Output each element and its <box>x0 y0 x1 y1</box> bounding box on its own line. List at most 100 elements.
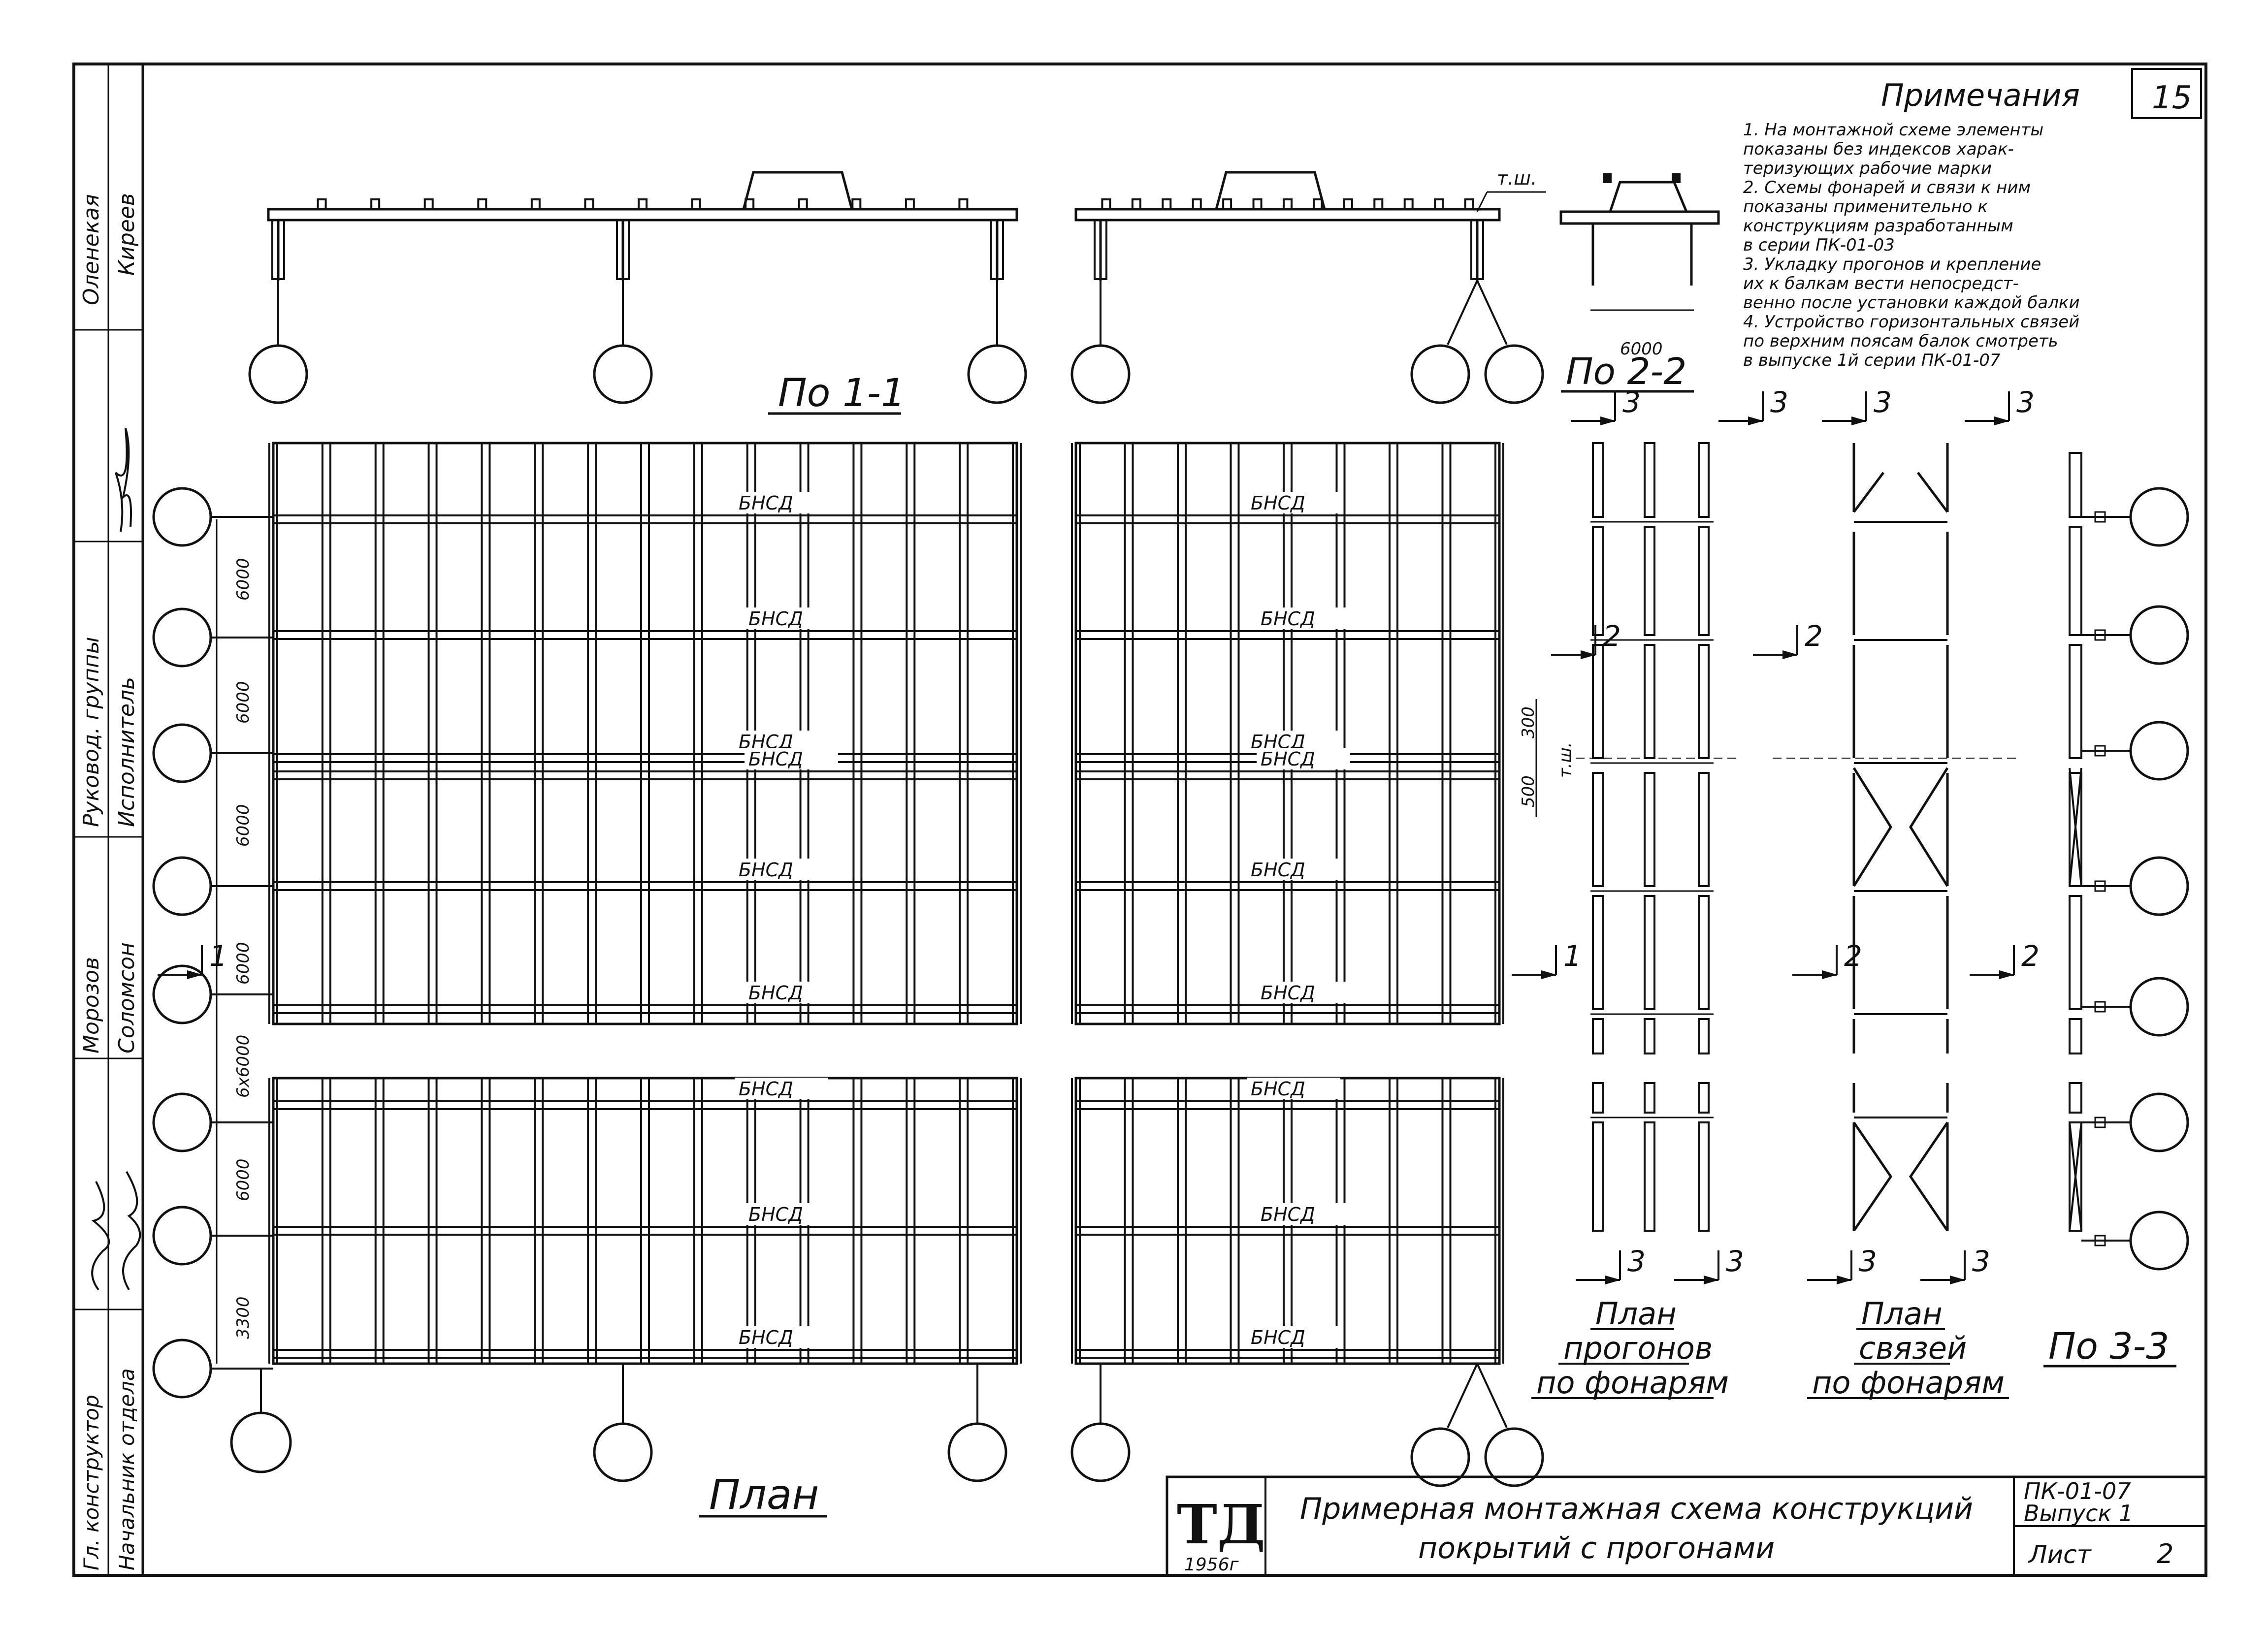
purlin-mark <box>1464 198 1474 210</box>
beam-label-bg <box>1247 859 1340 880</box>
section-3-3-column <box>2069 1082 2082 1114</box>
purlin-bar <box>1698 1082 1710 1114</box>
cut-mark-2-label: 2 <box>1805 619 1823 653</box>
section-1-1-right: т.ш. <box>1070 167 1546 404</box>
monitor-outline <box>742 171 853 210</box>
note-line: 2. Схемы фонарей и связи к ним <box>1743 178 2031 197</box>
beam-label: БНСД <box>1261 1204 1315 1225</box>
plan-dim: 6000 <box>233 804 253 847</box>
beam-label-bg <box>745 748 838 769</box>
purlin-bar <box>1592 895 1604 1010</box>
beam-label: БНСД <box>1251 492 1305 514</box>
purlin-bar <box>1592 644 1604 759</box>
title-block: ТД 1956г Примерная монтажная схема конст… <box>1166 1475 2207 1577</box>
section-3-3-plate <box>2094 1117 2106 1128</box>
purlin-mark <box>584 198 594 210</box>
beam-label-bg <box>735 492 828 513</box>
axis-leader <box>1476 280 1508 345</box>
plan-dim: 6000 <box>233 681 253 724</box>
section-3-3 <box>2069 452 2189 1271</box>
cut-mark-1-label: 1 <box>1563 939 1582 973</box>
cut-mark-3-label: 3 <box>1726 1245 1744 1278</box>
label-section-3-3: По 3-3 <box>2048 1325 2169 1368</box>
cut-mark-3-arrow <box>1836 1276 1852 1284</box>
stamp-name-kireev: Киреев <box>114 193 139 276</box>
column-head <box>1094 219 1107 280</box>
section-3-3-column <box>2069 1018 2082 1054</box>
cut-mark-2-label: 2 <box>1603 619 1621 653</box>
purlin-mark <box>691 198 701 210</box>
purlin-mark <box>905 198 915 210</box>
caption-ties-3: по фонарям <box>1812 1365 2005 1401</box>
section-2-2: 6000 По 2-2 <box>1559 173 1720 393</box>
axis-bubble-right <box>2129 721 2189 781</box>
section-3-3-plate <box>2094 629 2106 641</box>
beam-label: БНСД <box>739 1078 793 1100</box>
purlin-mark <box>1373 198 1384 210</box>
purlin-bar <box>1698 1018 1710 1054</box>
purlin-mark <box>1343 198 1353 210</box>
mid-dim-tw: т.ш. <box>1555 742 1575 778</box>
purlin-mark <box>1131 198 1141 210</box>
section-3-3-brace <box>2069 1122 2082 1231</box>
axis-leader <box>1447 1363 1478 1428</box>
section-3-3-column <box>2069 452 2082 518</box>
stamp-name-solomson: Соломсон <box>114 942 139 1053</box>
tie-brace <box>1852 767 1892 887</box>
section-top-chord <box>267 208 1018 222</box>
cut-mark-3-label: 3 <box>1972 1245 1990 1278</box>
purlin-bar <box>1644 644 1655 759</box>
beam-label-bg <box>1247 1078 1340 1099</box>
purlin-bar <box>1644 1018 1655 1054</box>
beam-label-bg <box>735 1326 828 1348</box>
section-3-3-plate <box>2094 511 2106 523</box>
section-3-3-plate <box>2094 745 2106 757</box>
purlin-bar <box>1644 442 1655 518</box>
title-year: 1956г <box>1184 1555 1239 1575</box>
axis-bubble <box>248 344 308 404</box>
axis-bubble <box>1484 344 1544 404</box>
beam-label-bg <box>1257 607 1350 629</box>
axis-bubble <box>1070 344 1131 404</box>
section-3-3-column <box>2069 644 2082 759</box>
axis-bubble <box>593 344 653 404</box>
cut-mark-2-arrow <box>1821 970 1838 979</box>
notes-title: Примечания <box>1881 77 2080 113</box>
beam-label: БНСД <box>739 859 793 881</box>
dim-6000-section-2-2: 6000 <box>1620 339 1663 359</box>
plan-ties <box>1773 443 2019 1232</box>
cut-mark-2-label: 2 <box>1844 939 1862 973</box>
axis-bubble-left <box>152 1339 212 1399</box>
title-sheet-label: Лист <box>2028 1540 2092 1569</box>
label-section-2-2: По 2-2 <box>1566 351 1686 393</box>
note-line: 1. На монтажной схеме элементы <box>1743 120 2043 140</box>
cut-mark-1-arrow <box>187 970 203 979</box>
purlin-mark <box>1403 198 1414 210</box>
axis-bubble-left <box>152 1092 212 1152</box>
caption-purlins-3: по фонарям <box>1536 1365 1729 1401</box>
cut-mark-3-arrow <box>1748 416 1764 425</box>
purlin-bar <box>1644 772 1655 887</box>
plan-outline <box>272 1077 1018 1365</box>
section-3-3-column <box>2069 526 2082 636</box>
tie-brace <box>1909 1121 1949 1232</box>
title-sheet-number: 2 <box>2157 1538 2173 1569</box>
beam-label-bg <box>745 1203 838 1225</box>
plan-dim: 6000 <box>233 558 253 601</box>
purlin-bar <box>1698 526 1710 636</box>
purlin-mark <box>958 198 969 210</box>
axis-bubble <box>1410 344 1470 404</box>
beam-label: БНСД <box>1251 1078 1305 1100</box>
caption-ties-1: План <box>1861 1296 1943 1332</box>
cut-mark-3-arrow <box>1994 416 2010 425</box>
caption-ties-2: связей <box>1859 1330 1967 1366</box>
title-series: ПК-01-07 <box>2024 1478 2131 1504</box>
signature-2 <box>91 1181 110 1291</box>
note-line: по верхним поясам балок смотреть <box>1743 331 2058 351</box>
note-line: их к балкам вести непосредст- <box>1743 274 2019 293</box>
stamp-role-chief-designer: Гл. конструктор <box>79 1395 103 1570</box>
mid-dim-300: 300 <box>1519 706 1538 738</box>
purlin-bar <box>1592 442 1604 518</box>
note-line: конструкциям разработанным <box>1743 216 2013 236</box>
beam-label: БНСД <box>1251 1327 1305 1348</box>
